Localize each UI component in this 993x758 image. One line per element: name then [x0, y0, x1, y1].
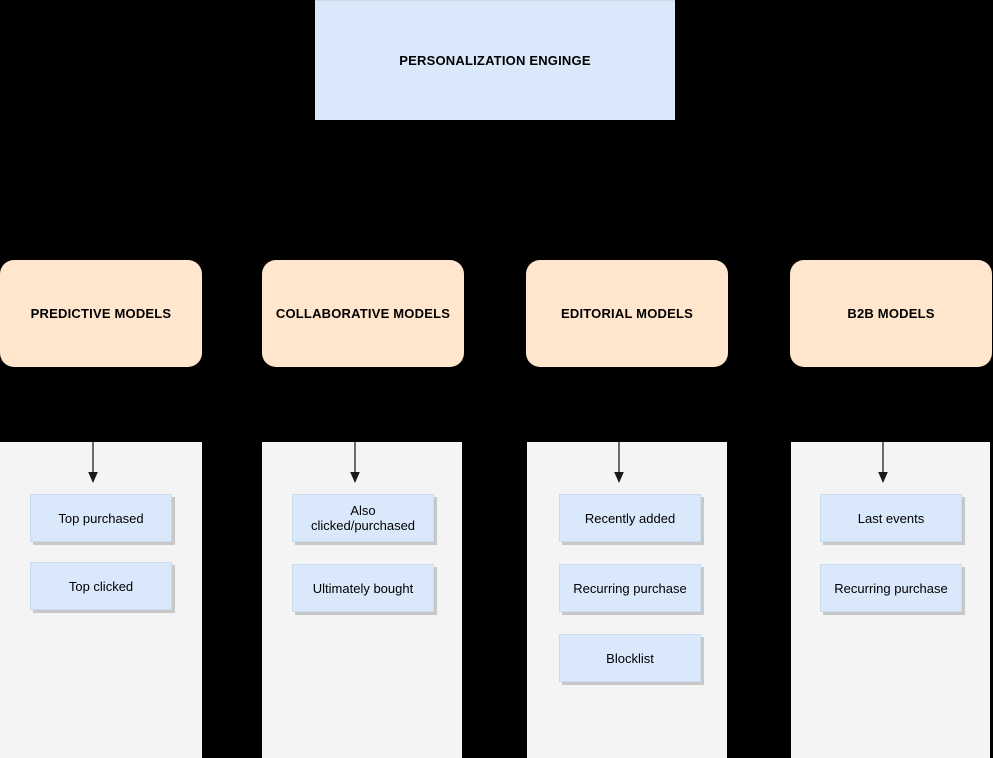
leaf-box-label: Last events	[857, 510, 925, 526]
leaf-box-label: Recently added	[584, 510, 676, 526]
leaf-box-label: Recurring purchase	[834, 580, 948, 596]
model-box-label: PREDICTIVE MODELS	[30, 306, 172, 321]
model-box-editorial-models[interactable]: EDITORIAL MODELS	[526, 260, 728, 367]
leaf-box-blocklist[interactable]: Blocklist	[559, 634, 701, 682]
personalization-engine-box[interactable]: PERSONALIZATION ENGINGE	[315, 0, 675, 120]
leaf-box-label: Also clicked/purchased	[310, 503, 416, 533]
model-box-collaborative-models[interactable]: COLLABORATIVE MODELS	[262, 260, 464, 367]
leaf-box-recurring-purchase[interactable]: Recurring purchase	[559, 564, 701, 612]
leaf-box-label: Blocklist	[606, 650, 654, 666]
leaf-box-label: Top clicked	[68, 578, 134, 594]
leaf-box-recently-added[interactable]: Recently added	[559, 494, 701, 542]
model-box-label: EDITORIAL MODELS	[560, 306, 693, 321]
leaf-box-label: Recurring purchase	[573, 580, 687, 596]
model-box-b2b-models[interactable]: B2B MODELS	[790, 260, 992, 367]
leaf-box-top-purchased[interactable]: Top purchased	[30, 494, 172, 542]
leaf-box-label: Ultimately bought	[312, 580, 414, 596]
model-box-predictive-models[interactable]: PREDICTIVE MODELS	[0, 260, 202, 367]
leaf-box-also-clicked-purchased[interactable]: Also clicked/purchased	[292, 494, 434, 542]
leaf-box-label: Top purchased	[58, 510, 144, 526]
model-box-label: COLLABORATIVE MODELS	[275, 306, 451, 321]
personalization-engine-label: PERSONALIZATION ENGINGE	[399, 53, 591, 68]
leaf-box-ultimately-bought[interactable]: Ultimately bought	[292, 564, 434, 612]
leaf-box-last-events[interactable]: Last events	[820, 494, 962, 542]
leaf-box-recurring-purchase[interactable]: Recurring purchase	[820, 564, 962, 612]
leaf-box-top-clicked[interactable]: Top clicked	[30, 562, 172, 610]
model-box-label: B2B MODELS	[847, 306, 935, 321]
